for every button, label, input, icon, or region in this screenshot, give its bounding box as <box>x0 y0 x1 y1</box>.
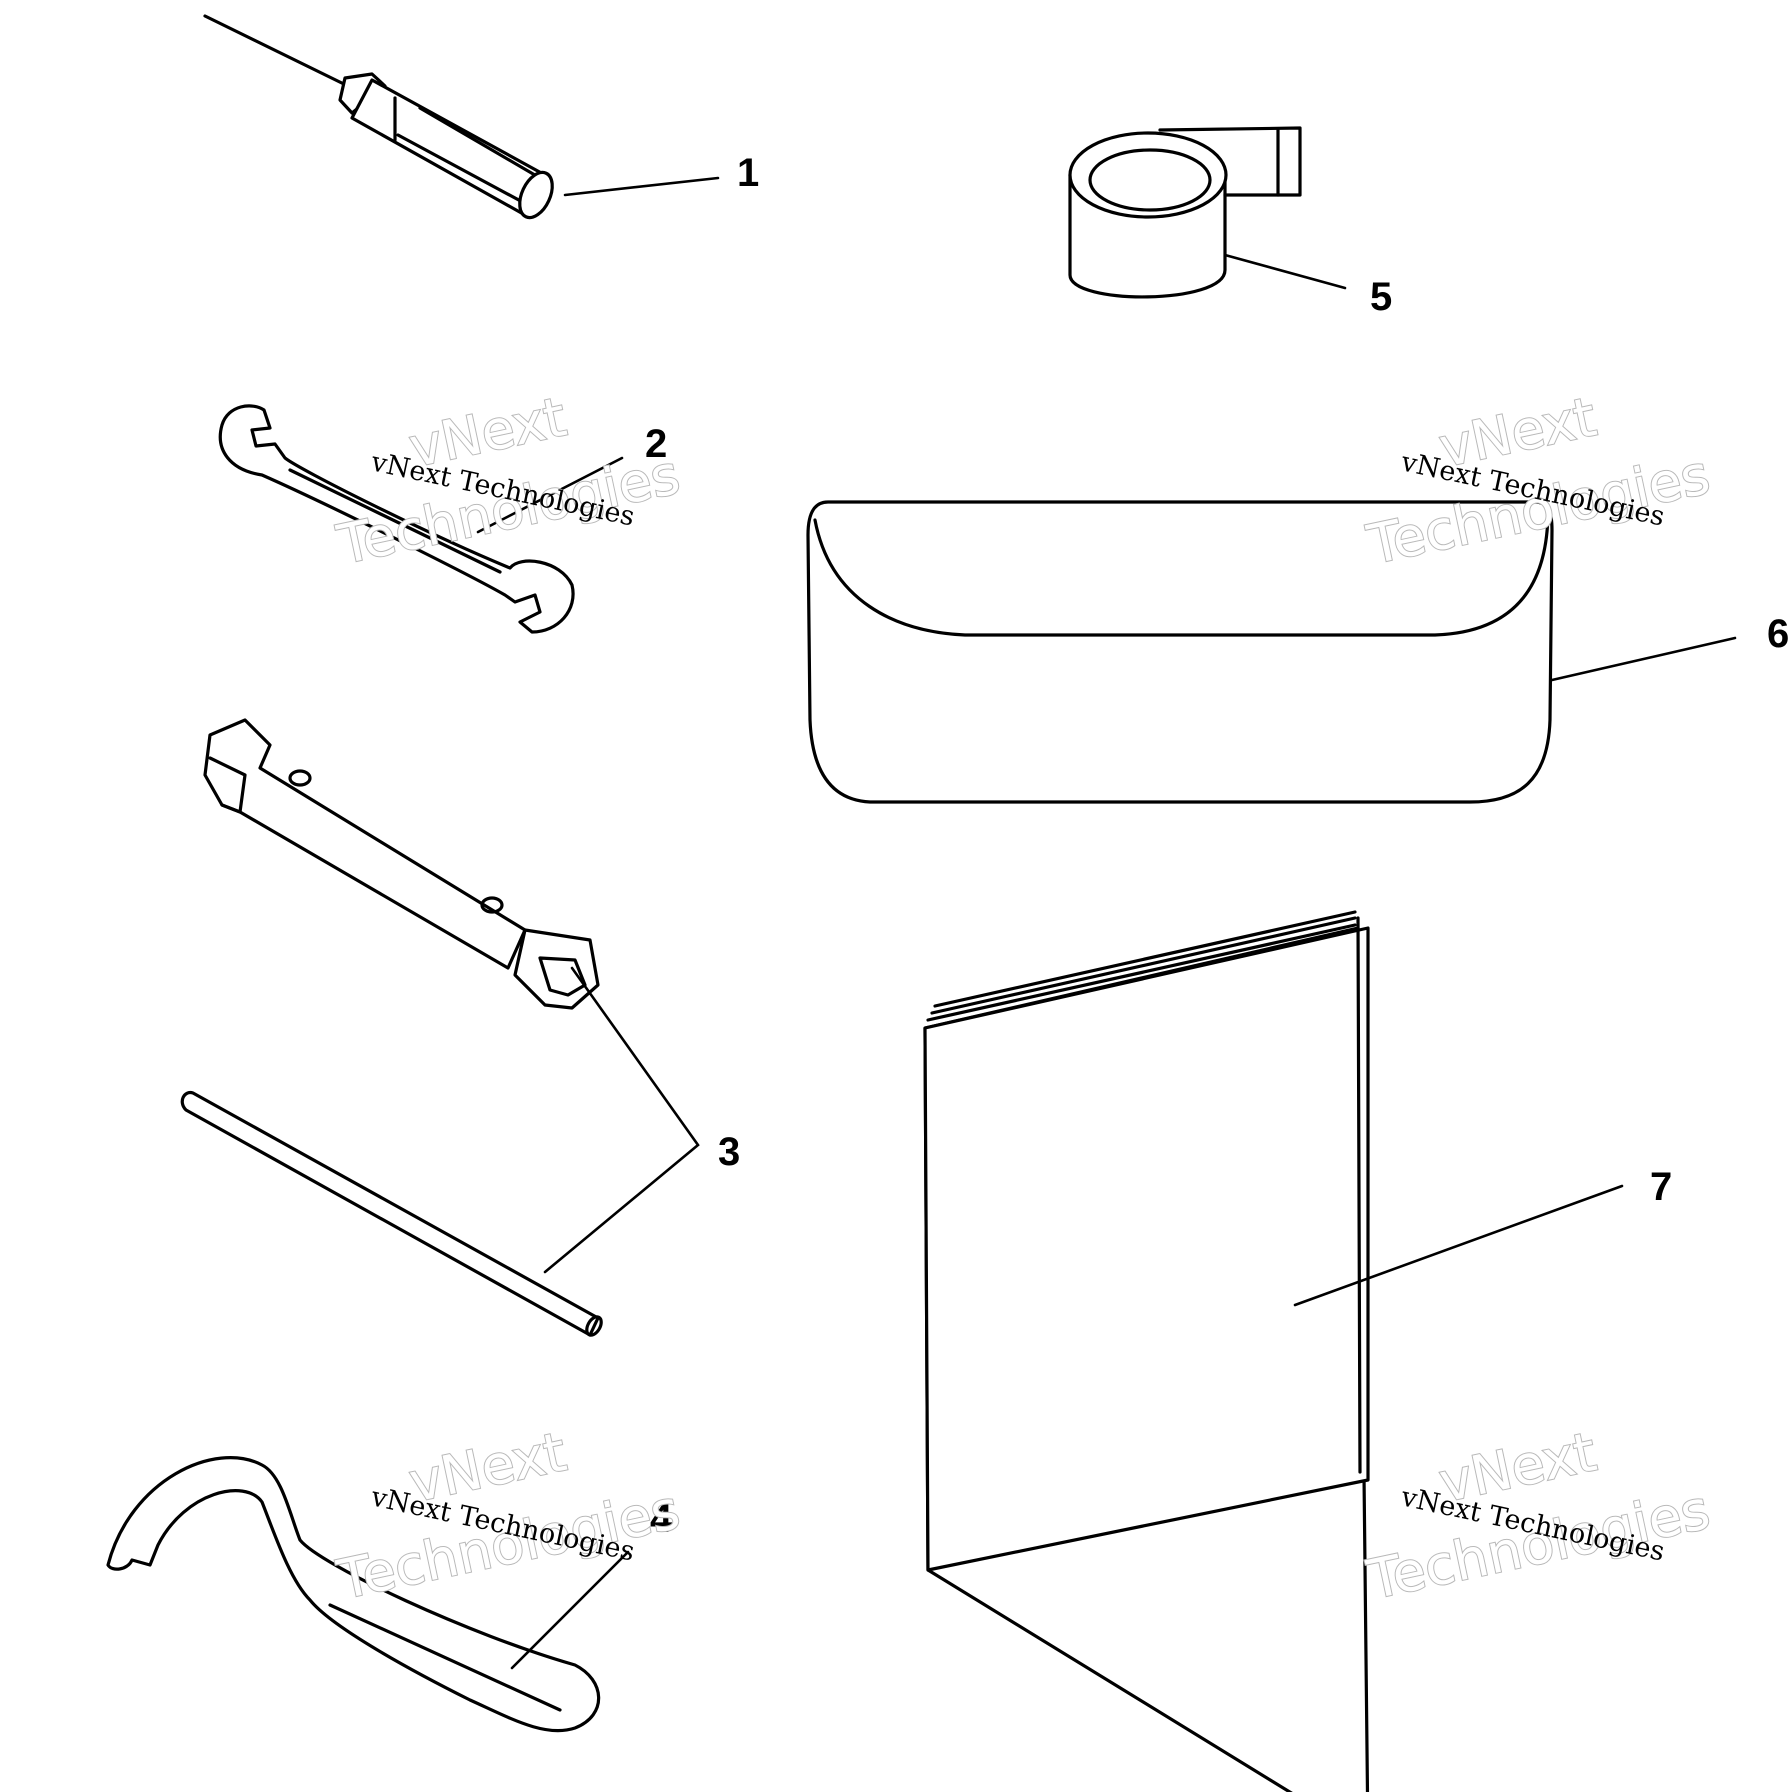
leader-3 <box>543 966 700 1274</box>
callout-2: 2 <box>645 422 667 466</box>
socket-wrench-and-tommy-bar-icon <box>180 718 603 1337</box>
callout-3: 3 <box>718 1130 740 1174</box>
leader-1 <box>563 176 720 197</box>
callout-5: 5 <box>1370 275 1392 319</box>
leader-6 <box>1550 636 1737 682</box>
leader-2 <box>476 456 624 534</box>
leader-7 <box>1293 1184 1624 1307</box>
leader-5 <box>1223 253 1347 290</box>
callout-6: 6 <box>1767 612 1789 656</box>
tool-pouch-icon <box>806 500 1554 804</box>
callout-1: 1 <box>737 151 759 195</box>
hook-spanner-icon <box>106 1456 601 1733</box>
screwdriver-icon <box>203 14 554 220</box>
manual-booklet-icon <box>923 910 1370 1792</box>
leader-4 <box>510 1550 630 1670</box>
open-end-wrench-icon <box>218 404 575 634</box>
strap-roll-icon <box>1068 126 1302 299</box>
callout-7: 7 <box>1650 1165 1672 1209</box>
callout-4: 4 <box>650 1497 673 1541</box>
